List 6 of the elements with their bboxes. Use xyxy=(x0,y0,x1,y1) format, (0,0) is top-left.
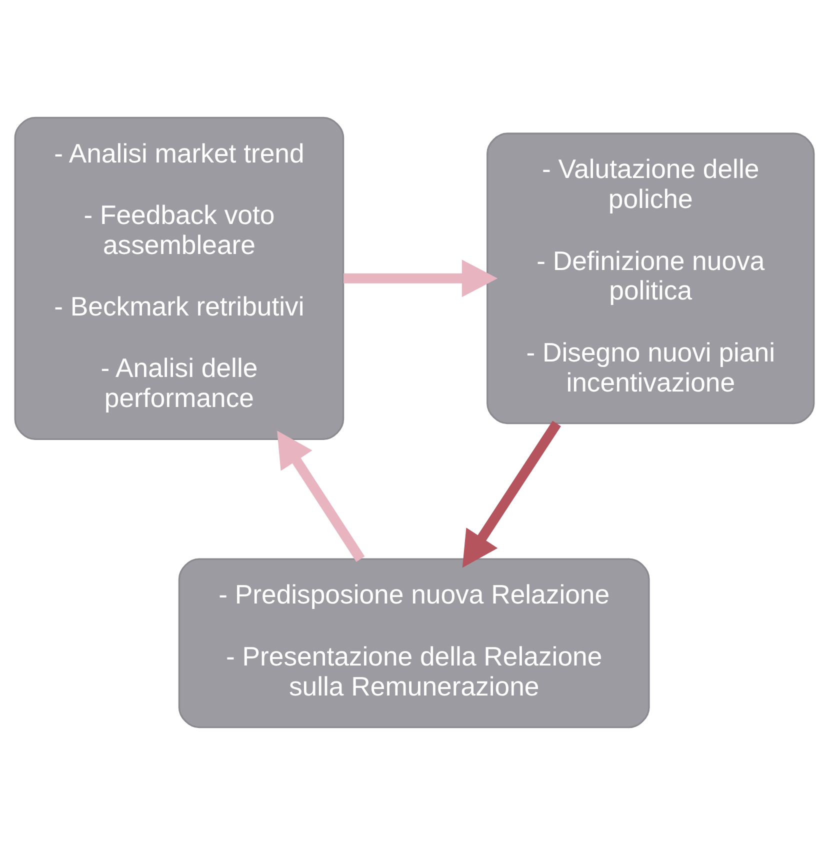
node-box: - Valutazione delle poliche - Definizione nuova politica - Disegno nuovi piani incentivazione xyxy=(486,132,815,424)
node-box: - Predisposione nuova Relazione - Presentazione della Relazione sulla Remunerazione xyxy=(178,558,650,728)
arrow xyxy=(462,420,561,568)
arrow xyxy=(344,260,498,298)
node-box: - Analisi market trend - Feedback voto assembleare - Beckmark retributivi - Analisi delle performance xyxy=(14,116,344,440)
arrow xyxy=(277,430,365,562)
